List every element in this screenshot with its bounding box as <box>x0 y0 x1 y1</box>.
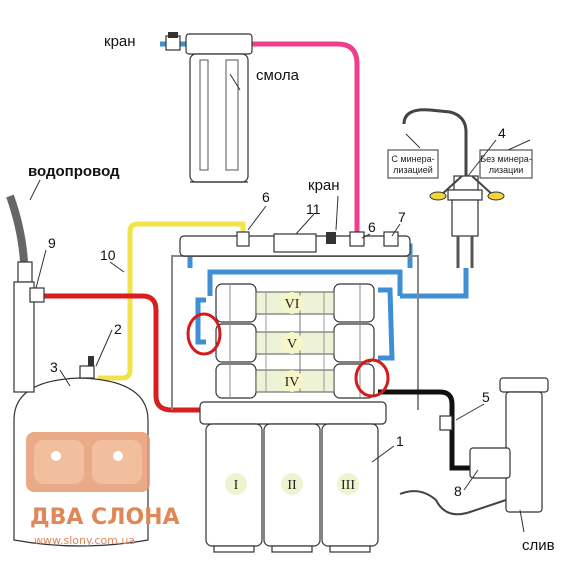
frame-fittings <box>236 231 399 253</box>
resin-filter <box>160 32 253 183</box>
label-box-without-mineralization <box>479 149 533 179</box>
callout-6b: 6 <box>368 219 376 235</box>
watermark-brand: ДВА СЛОНА <box>30 505 180 530</box>
with-mineralization-line2: лизацией <box>393 165 433 175</box>
callout-11: 11 <box>306 201 321 217</box>
label-box-with-mineralization <box>387 149 439 179</box>
blue-tube-to-faucet <box>400 268 469 299</box>
highlight-left <box>186 312 222 356</box>
stage-ii-label: II <box>287 478 297 493</box>
callout-3: 3 <box>50 359 58 375</box>
callout-8: 8 <box>454 483 462 499</box>
watermark-logo <box>26 432 150 492</box>
watermark-url: www.slony.com.ua <box>34 534 135 547</box>
callout-1: 1 <box>396 433 404 449</box>
callout-5: 5 <box>482 389 490 405</box>
drain-label: слив <box>522 537 555 554</box>
blue-tube-membranes <box>207 269 403 296</box>
stage-iii-label: III <box>341 478 355 493</box>
blue-tube-left <box>195 297 206 345</box>
yellow-tube <box>98 221 246 381</box>
stage-i-label: I <box>234 478 239 493</box>
stage-circles <box>281 292 303 392</box>
water-supply-hose <box>6 194 45 393</box>
membrane-left-column <box>215 283 257 399</box>
pink-tube <box>252 41 360 236</box>
prefilter-stage-circles <box>225 473 359 495</box>
tap-top-label: кран <box>104 33 136 50</box>
stage-iv-label: IV <box>285 375 300 390</box>
water-supply-label: водопровод <box>28 163 120 180</box>
faucet <box>402 108 505 268</box>
without-mineralization-line1: Без минера- <box>480 154 532 164</box>
drain-siphon <box>399 377 549 516</box>
tap-mid-label: кран <box>308 177 340 194</box>
stage-vi-label: VI <box>285 297 300 312</box>
membrane-right-column <box>333 283 375 399</box>
red-tube <box>44 293 210 413</box>
callout-4: 4 <box>498 125 506 141</box>
without-mineralization-line2: лизации <box>489 165 524 175</box>
resin-label: смола <box>256 67 300 84</box>
blue-tube-right <box>378 287 395 361</box>
callout-2: 2 <box>114 321 122 337</box>
callout-10: 10 <box>100 247 116 263</box>
black-drain-tube <box>378 389 494 471</box>
callout-9: 9 <box>48 235 56 251</box>
highlight-right <box>354 358 390 398</box>
leader-lines <box>29 73 531 533</box>
callout-6a: 6 <box>262 189 270 205</box>
with-mineralization-line1: С минера- <box>391 154 434 164</box>
callout-7: 7 <box>398 209 406 225</box>
stage-v-label: V <box>287 337 297 352</box>
